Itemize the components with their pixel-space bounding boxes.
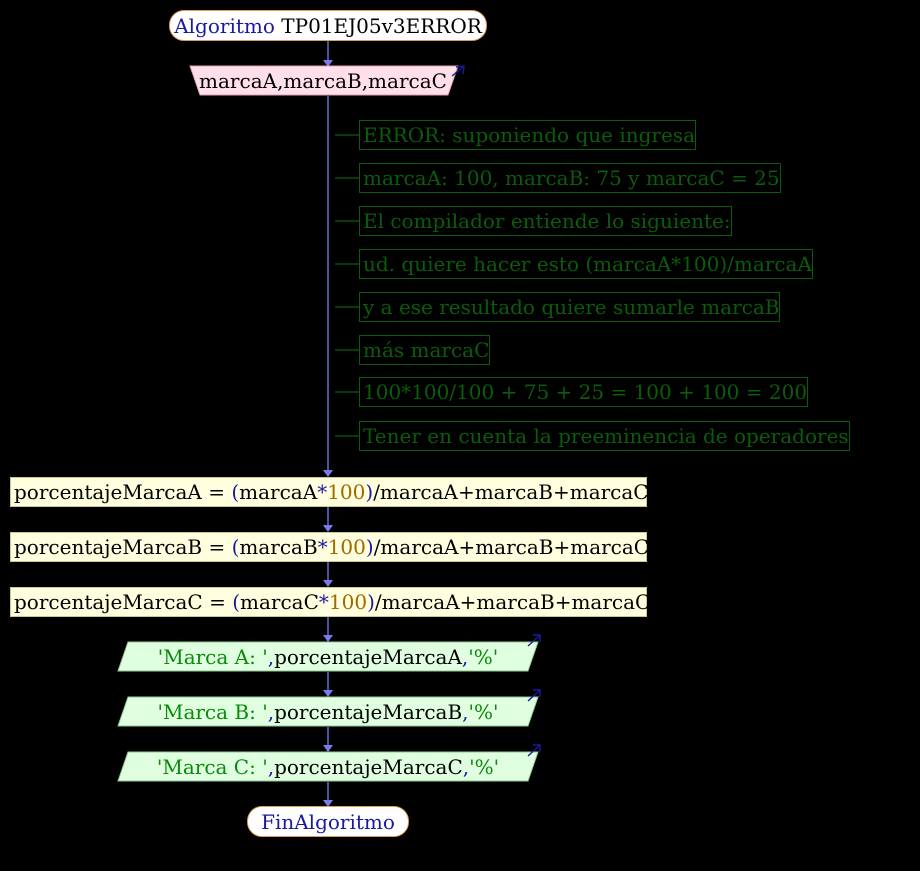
comment-6: más marcaC	[359, 335, 491, 365]
end-terminal: FinAlgoritmo	[247, 806, 409, 837]
input-label: marcaA,marcaB,marcaC	[188, 64, 458, 98]
algorithm-name: TP01EJ05v3ERROR	[281, 13, 482, 38]
output-shape-b	[117, 689, 541, 727]
input-vars: marcaA,marcaB,marcaC	[199, 69, 447, 93]
comment-7: 100*100/100 + 75 + 25 = 100 + 100 = 200	[359, 377, 809, 407]
end-keyword: FinAlgoritmo	[261, 809, 395, 834]
algorithm-keyword: Algoritmo	[174, 13, 275, 38]
assignment-b: porcentajeMarcaB = (marcaB*100)/marcaA+m…	[10, 532, 649, 562]
start-terminal: Algoritmo TP01EJ05v3ERROR	[169, 10, 487, 41]
output-label-c: 'Marca C: ',porcentajeMarcaC,'%'	[156, 755, 500, 779]
input-shape	[189, 65, 465, 96]
output-label-a: 'Marca A: ',porcentajeMarcaA,'%'	[157, 645, 499, 669]
assignment-a: porcentajeMarcaA = (marcaA*100)/marcaA+m…	[10, 477, 649, 507]
comment-2: marcaA: 100, marcaB: 75 y marcaC = 25	[359, 163, 781, 193]
comment-3: El compilador entiende lo siguiente:	[359, 206, 732, 236]
output-shape-c	[117, 744, 541, 782]
comment-8: Tener en cuenta la preeminencia de opera…	[359, 421, 850, 451]
output-label-b: 'Marca B: ',porcentajeMarcaB,'%'	[157, 700, 499, 724]
comment-5: y a ese resultado quiere sumarle marcaB	[359, 292, 781, 322]
output-shape-a	[117, 634, 541, 672]
comment-4: ud. quiere hacer esto (marcaA*100)/marca…	[359, 249, 813, 279]
comment-1: ERROR: suponiendo que ingresa	[359, 120, 696, 150]
assignment-c: porcentajeMarcaC = (marcaC*100)/marcaA+m…	[10, 587, 650, 617]
